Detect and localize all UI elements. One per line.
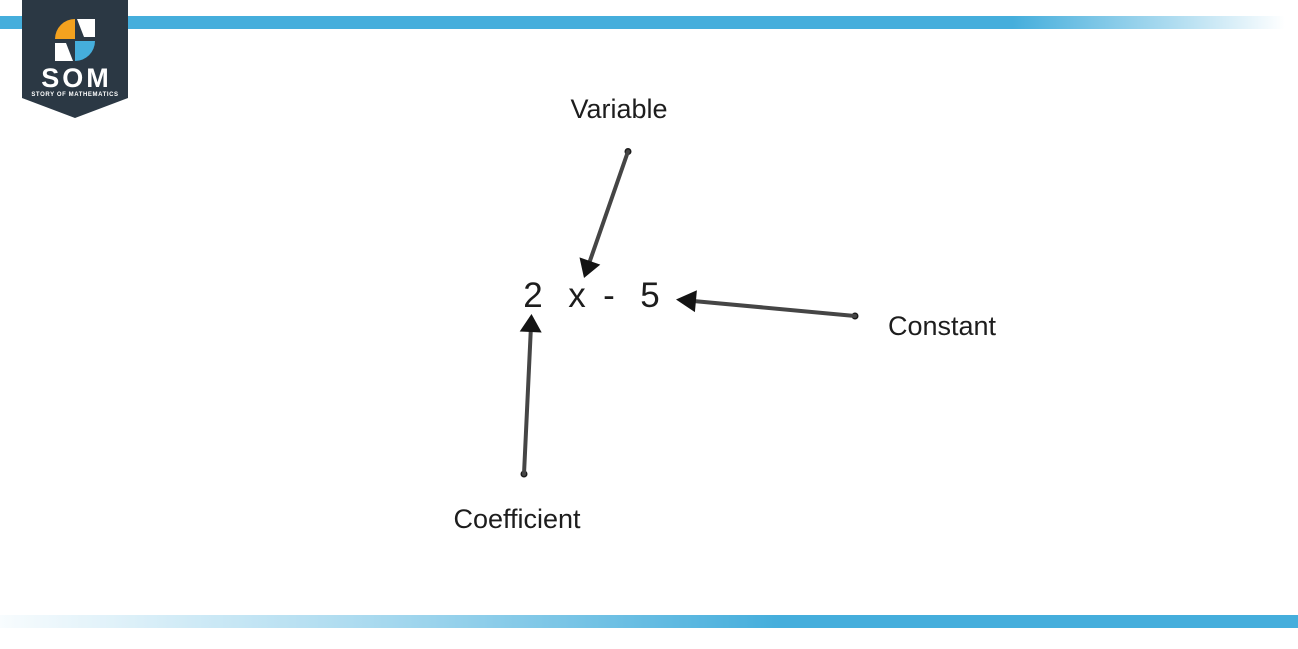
constant-arrow xyxy=(676,290,859,320)
constant-label: Constant xyxy=(887,311,997,341)
expression-coefficient: 2 xyxy=(523,276,543,315)
expression-variable: x xyxy=(568,276,586,315)
bottom-accent-bar xyxy=(0,615,1298,628)
top-accent-bar xyxy=(0,16,1298,29)
expression-operator: - xyxy=(603,276,615,315)
variable-label: Variable xyxy=(570,94,668,124)
logo-tagline: STORY OF MATHEMATICS xyxy=(31,92,119,98)
variable-arrow xyxy=(579,148,632,278)
coefficient-arrow xyxy=(519,314,542,478)
coefficient-label: Coefficient xyxy=(453,504,581,534)
som-pinwheel-icon xyxy=(55,19,95,61)
expression-constant: 5 xyxy=(640,276,660,315)
som-logo-badge: SOM STORY OF MATHEMATICS xyxy=(22,0,128,118)
logo-wordmark: SOM xyxy=(41,63,112,93)
